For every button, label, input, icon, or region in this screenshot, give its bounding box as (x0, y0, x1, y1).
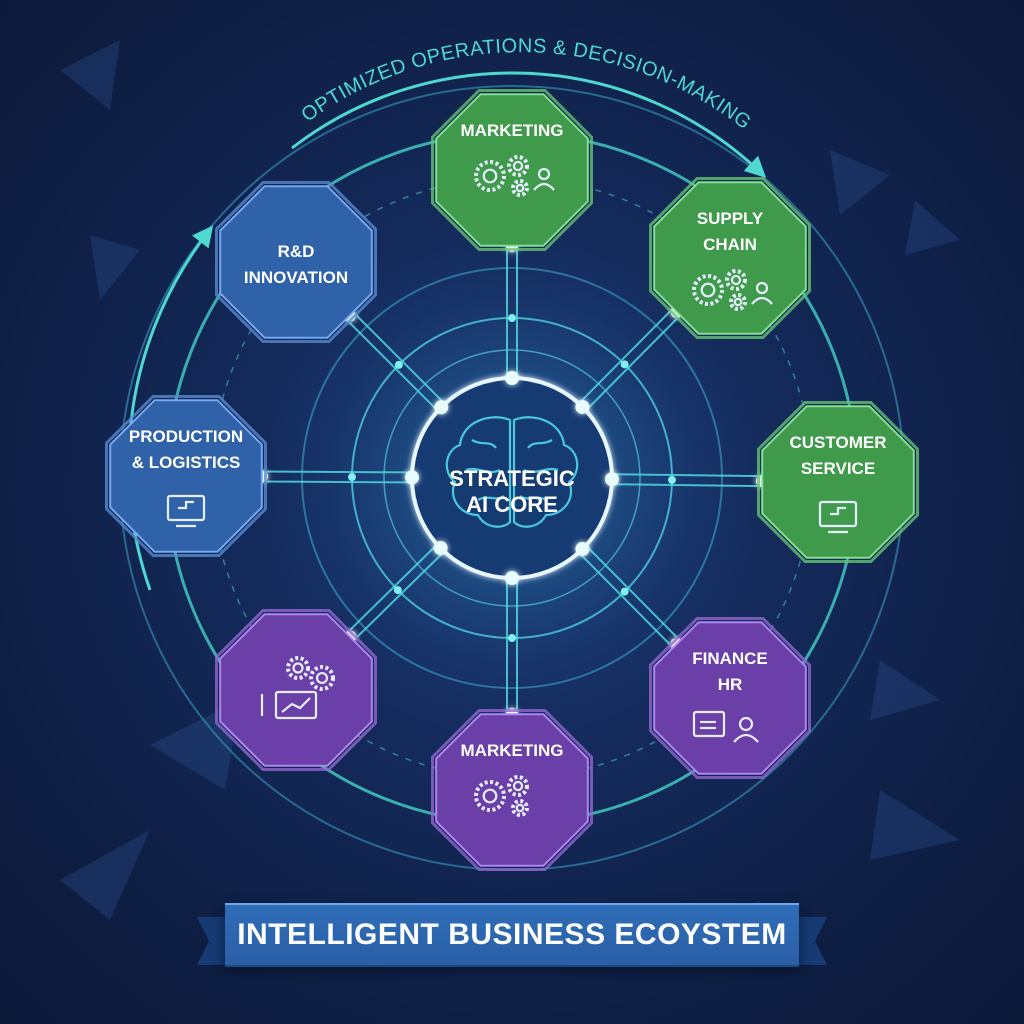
connector-line (346, 543, 438, 634)
connector-line (585, 314, 681, 412)
circuit-monitor-icon (166, 494, 206, 528)
node-rnd-innovation[interactable]: R&D INNOVATION (215, 181, 377, 343)
top-arc-arrow (291, 71, 767, 178)
node-shape (219, 613, 373, 767)
node-label: CUSTOMER (790, 433, 887, 452)
banner-body: INTELLIGENT BUSINESS ECOYSTEM (225, 903, 799, 967)
node-shape (761, 405, 915, 559)
node-customer-service[interactable]: CUSTOMER SERVICE (757, 401, 919, 563)
node-production-logistics[interactable]: PRODUCTION & LOGISTICS (105, 395, 267, 557)
node-label: FINANCE (692, 649, 768, 668)
core-title-line2: AI CORE (466, 492, 558, 517)
chart-gears-icon (260, 656, 335, 720)
banner-title: INTELLIGENT BUSINESS ECOYSTEM (237, 918, 787, 951)
node-shape (109, 399, 263, 553)
node-outline (431, 89, 593, 251)
ring-junction-dot (394, 360, 403, 369)
ring-junction-dot (620, 360, 629, 369)
node-supply-chain[interactable]: SUPPLY CHAIN (649, 177, 811, 339)
brain-icon (445, 416, 579, 528)
node-label: R&D (278, 242, 315, 261)
node-label: HR (718, 675, 743, 694)
core-junction-dot (505, 571, 519, 585)
gears-person-icon (692, 269, 773, 311)
node-shape (653, 181, 807, 335)
monitor-icon (818, 500, 858, 534)
connector-line (578, 307, 674, 405)
ring-junction-dot (508, 634, 516, 642)
core-junction-dot (575, 542, 590, 557)
node-outline (431, 709, 593, 871)
connector-line (352, 311, 446, 405)
node-label: MARKETING (461, 741, 564, 760)
node-marketing-bottom[interactable]: MARKETING (431, 709, 593, 871)
connector-line (262, 470, 413, 474)
gears-person-icon (474, 155, 555, 197)
core-junctions (405, 371, 619, 585)
node-marketing-top[interactable]: MARKETING (431, 89, 593, 251)
node-label: INNOVATION (244, 268, 348, 287)
core-junction-dot (433, 541, 448, 556)
node-finance-hr[interactable]: FINANCE HR (649, 617, 811, 779)
connector-line (345, 318, 439, 412)
node-outline (215, 609, 377, 771)
core-title-line1: STRATEGIC (449, 466, 575, 491)
core-junction-dot (434, 400, 449, 415)
ring-junction-dot (348, 473, 357, 482)
connector-line (612, 473, 763, 478)
node-label: & LOGISTICS (132, 453, 241, 472)
node-label: SUPPLY (697, 209, 764, 228)
node-label: CHAIN (703, 235, 757, 254)
node-shape (653, 621, 807, 775)
node-label: MARKETING (461, 121, 564, 140)
connector-line (261, 480, 412, 484)
node-shape (219, 185, 373, 339)
title-banner: INTELLIGENT BUSINESS ECOYSTEM (197, 903, 827, 967)
core-junction-dot (604, 472, 619, 487)
gears-icon (474, 775, 529, 817)
ring-junction-dot (620, 587, 629, 596)
core-junction-dot (505, 371, 519, 385)
node-outline (105, 395, 267, 557)
node-outline (215, 181, 377, 343)
screen-person-icon (692, 710, 759, 743)
node-outline (757, 401, 919, 563)
node-outline (649, 177, 811, 339)
connector-line (578, 551, 674, 649)
strategic-ai-core[interactable]: STRATEGIC AI CORE (410, 376, 614, 580)
connector-line (353, 550, 445, 642)
node-label: PRODUCTION (129, 427, 243, 446)
core-junction-dot (575, 399, 590, 414)
ring-junction-dot (667, 475, 676, 484)
connector-line (585, 544, 681, 642)
ring-junction-dot (393, 586, 402, 595)
ring-junction-dot (508, 314, 516, 322)
node-label: SERVICE (801, 459, 875, 478)
node-outline (649, 617, 811, 779)
node-analytics[interactable] (215, 609, 377, 771)
connector-line (611, 483, 762, 488)
core-junction-dot (405, 470, 420, 485)
department-nodes: MARKETING SUPPLY CHAIN CUSTOMER SERVICE FINAN… (105, 89, 919, 871)
